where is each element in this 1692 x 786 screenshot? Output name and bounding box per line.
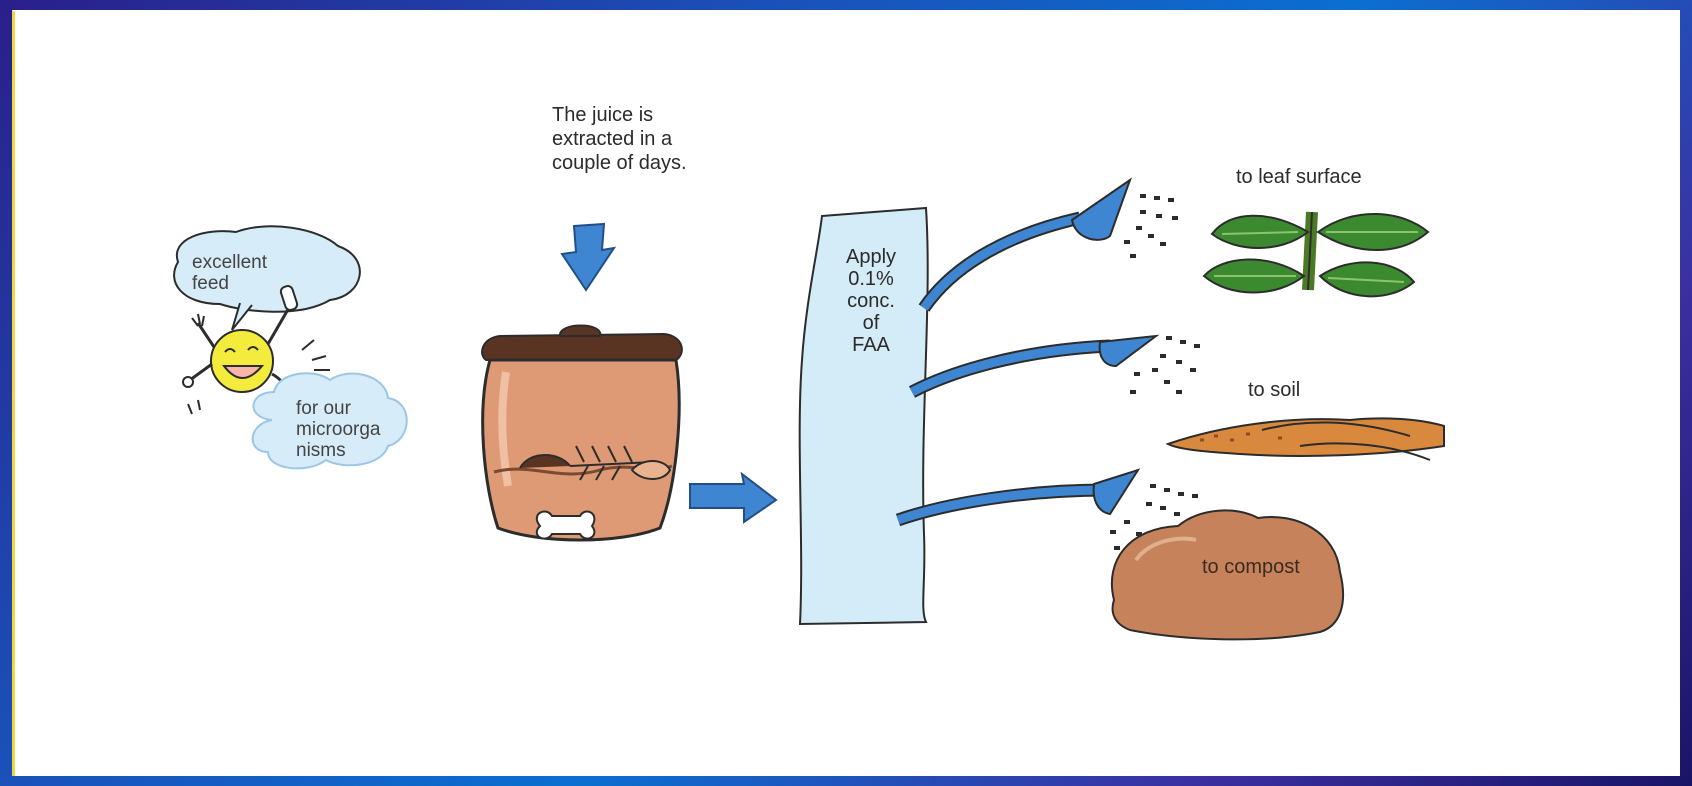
sprayer-soil-icon	[912, 336, 1200, 392]
bubble-microorganisms-text: for our microorga nisms	[296, 398, 406, 461]
leaf-icon	[1204, 212, 1428, 296]
faa-column-text: Apply 0.1% conc. of FAA	[826, 246, 916, 356]
bubble-feed-text: excellent feed	[192, 252, 302, 294]
right-arrow-icon	[690, 474, 776, 522]
juice-extraction-note: The juice is extracted in a couple of da…	[552, 103, 732, 175]
fermentation-pot-icon	[482, 326, 682, 541]
target-soil-label: to soil	[1248, 378, 1368, 402]
down-arrow-icon	[562, 224, 614, 290]
sprayer-leaf-icon	[924, 180, 1178, 308]
soil-icon	[1168, 418, 1444, 460]
target-leaf-label: to leaf surface	[1236, 165, 1436, 189]
target-compost-label: to compost	[1202, 555, 1322, 579]
